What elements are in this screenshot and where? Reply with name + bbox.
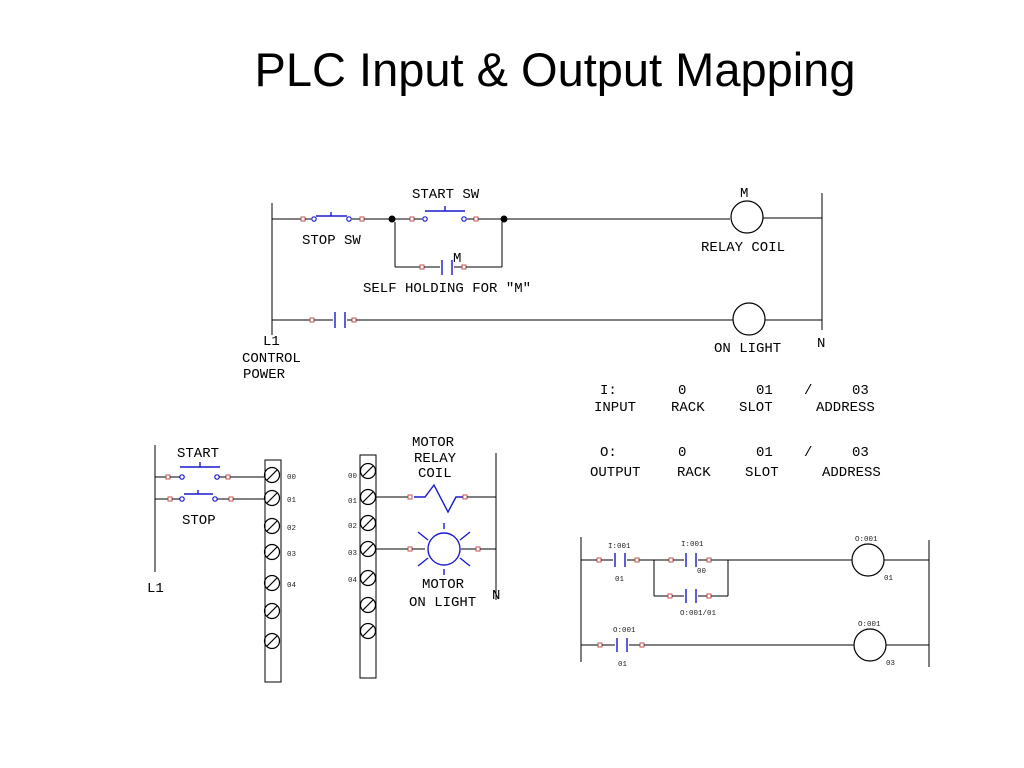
- contact-o001-01-branch: [667, 589, 712, 603]
- input-slot: 01: [756, 383, 773, 399]
- junction-dot: [388, 215, 396, 223]
- power-label: POWER: [243, 367, 286, 383]
- stop-sw-label: STOP SW: [302, 233, 361, 249]
- output-type: O:: [600, 445, 617, 461]
- self-holding-label: SELF HOLDING FOR "M": [363, 281, 531, 297]
- relay-coil-symbol: [730, 200, 764, 234]
- output-type-label: OUTPUT: [590, 465, 640, 481]
- stop-label: STOP: [182, 513, 216, 529]
- output-sep: /: [804, 445, 812, 461]
- plc-label: O:001: [613, 627, 636, 635]
- output-terminal-label: 02: [348, 523, 357, 531]
- on-light-label: ON LIGHT: [714, 341, 781, 357]
- output-terminal-strip: [359, 454, 377, 679]
- l1-label: L1: [263, 334, 280, 350]
- output-terminal-label: 01: [348, 498, 358, 506]
- start-label: START: [177, 446, 219, 462]
- m-contact-label: M: [453, 251, 461, 267]
- output-rack-label: RACK: [677, 465, 711, 481]
- output-module-wiring: 00 01 02 03 04 MOTOR RELAY COIL MOT: [348, 435, 500, 679]
- input-address-label: ADDRESS: [816, 400, 875, 416]
- output-slot: 01: [756, 445, 773, 461]
- output-address-value: 03: [852, 445, 869, 461]
- input-rack-label: RACK: [671, 400, 705, 416]
- input-terminal-label: 01: [287, 497, 297, 505]
- coil-o001-03: [853, 628, 887, 662]
- contact-i001-01: [596, 553, 640, 567]
- motor-label: MOTOR: [412, 435, 455, 451]
- plc-label: 01: [618, 661, 628, 669]
- m-contact-symbol: [419, 260, 467, 275]
- input-terminal-label: 00: [287, 474, 297, 482]
- output-address-label: ADDRESS: [822, 465, 881, 481]
- plc-label: 01: [615, 576, 625, 584]
- input-type-label: INPUT: [594, 400, 636, 416]
- coil-o001-01: [851, 543, 885, 577]
- motor-light-symbol: [417, 523, 471, 575]
- input-terminal-label: 04: [287, 582, 297, 590]
- output-slot-label: SLOT: [745, 465, 779, 481]
- output-n-label: N: [492, 588, 500, 604]
- plc-label: 00: [697, 568, 707, 576]
- output-address-legend: O: 0 01 / 03 OUTPUT RACK SLOT ADDRESS: [590, 445, 881, 481]
- coil-label: COIL: [418, 466, 452, 482]
- plc-label: O:001/01: [680, 610, 717, 618]
- relay-coil-label: RELAY COIL: [701, 240, 785, 256]
- plc-label: 03: [886, 660, 896, 668]
- plc-label: O:001: [858, 621, 881, 629]
- relay-label: RELAY: [414, 451, 457, 467]
- start-switch-symbol: [409, 206, 479, 222]
- output-terminal-screws: [359, 462, 377, 640]
- input-rack: 0: [678, 383, 686, 399]
- output-terminal-label: 00: [348, 473, 358, 481]
- on-light-label-2: ON LIGHT: [409, 595, 476, 611]
- input-slot-label: SLOT: [739, 400, 773, 416]
- input-sep: /: [804, 383, 812, 399]
- n-label: N: [817, 336, 825, 352]
- input-type: I:: [600, 383, 617, 399]
- junction-dot: [500, 215, 508, 223]
- input-address-value: 03: [852, 383, 869, 399]
- control-label: CONTROL: [242, 351, 301, 367]
- input-l1-label: L1: [147, 581, 164, 597]
- output-terminal-label: 04: [348, 577, 358, 585]
- stop-switch-symbol: [300, 212, 365, 222]
- plc-ladder: I:001 01 I:001 00 O:001/01 O:001 01 O:00…: [580, 536, 930, 669]
- relay-coil-zigzag: [414, 483, 466, 514]
- input-terminal-label: 03: [287, 551, 297, 559]
- motor-light-label: MOTOR: [422, 577, 465, 593]
- input-terminal-screws: [263, 466, 281, 650]
- m-coil-label: M: [740, 186, 748, 202]
- input-terminal-label: 02: [287, 525, 296, 533]
- contact-o001-01: [597, 638, 645, 652]
- on-light-symbol: [732, 302, 766, 336]
- plc-label: I:001: [681, 541, 704, 549]
- conventional-ladder: START SW STOP SW M RELAY COIL M SELF HOL…: [242, 186, 825, 383]
- plc-label: 01: [884, 575, 894, 583]
- input-module-wiring: 00 01 02 03 04 START STOP L1: [147, 445, 297, 683]
- start-sw-label: START SW: [412, 187, 480, 203]
- contact-i001-00: [668, 553, 712, 567]
- m-contact-light-symbol: [309, 312, 357, 328]
- input-terminal-strip: [264, 459, 282, 683]
- page-title: PLC Input & Output Mapping: [254, 43, 856, 96]
- plc-label: I:001: [608, 543, 631, 551]
- output-rack: 0: [678, 445, 686, 461]
- plc-label: O:001: [855, 536, 878, 544]
- input-address-legend: I: 0 01 / 03 INPUT RACK SLOT ADDRESS: [594, 383, 875, 416]
- output-terminal-label: 03: [348, 550, 358, 558]
